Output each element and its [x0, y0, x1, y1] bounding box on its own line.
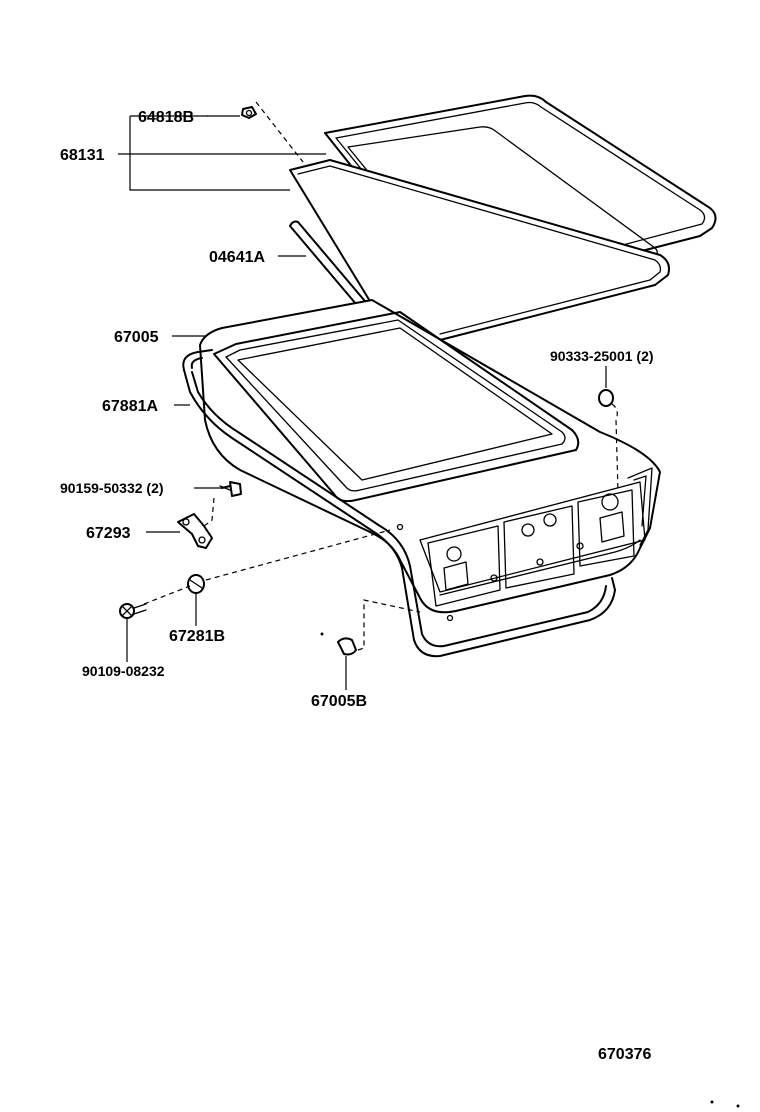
part-label: 04641A: [209, 249, 265, 266]
cushion-90333: [598, 389, 614, 407]
part-label: 90159-50332 (2): [60, 480, 164, 496]
weatherstrip: [182, 349, 616, 658]
clip-dashed-line: [255, 101, 304, 163]
stray-dot: [736, 1104, 740, 1108]
screw-dashed-line: [203, 497, 215, 527]
part-labels: 64818B 68131 04641A 67005 90333-25001 (2…: [60, 109, 654, 1063]
bolt-90109: [119, 603, 147, 619]
bracket-67293: [177, 513, 213, 549]
stray-dot: [710, 1100, 714, 1104]
grommet-dashed-line: [143, 529, 391, 605]
grommet-67281B: [187, 574, 205, 594]
part-label: 68131: [60, 147, 105, 164]
back-door-panel: [199, 299, 661, 622]
part-label: 90109-08232: [82, 663, 165, 679]
figure-number: 670376: [598, 1046, 651, 1063]
stopper-dashed-line: [357, 599, 421, 651]
stray-dot: [320, 632, 324, 636]
part-label: 67293: [86, 525, 131, 542]
leader-lines: [118, 115, 607, 690]
part-label: 90333-25001 (2): [550, 348, 654, 364]
part-label: 64818B: [138, 109, 194, 126]
stopper-67005B: [337, 637, 357, 656]
cushion-dashed-line: [611, 403, 619, 493]
part-label: 67005B: [311, 693, 367, 710]
part-label: 67881A: [102, 398, 158, 415]
part-label: 67005: [114, 329, 159, 346]
part-label: 67281B: [169, 628, 225, 645]
clip-64818B: [241, 106, 257, 119]
screw-90159: [219, 481, 242, 497]
